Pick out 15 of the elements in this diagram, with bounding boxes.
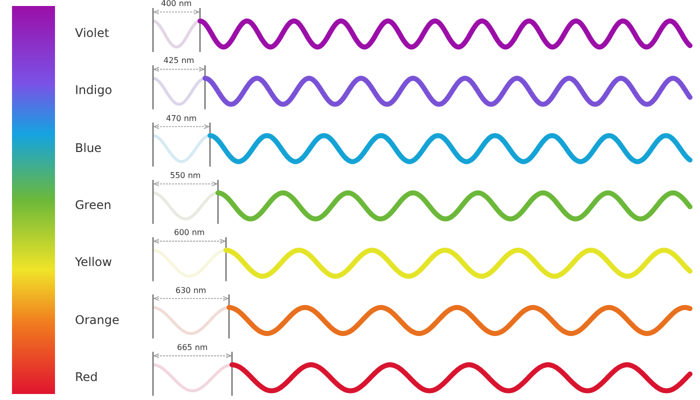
- color-label: Orange: [75, 312, 120, 326]
- dimension-label: 665 nm: [177, 342, 208, 352]
- color-label: Indigo: [75, 83, 112, 98]
- color-label: Green: [75, 198, 112, 212]
- color-label: Violet: [75, 26, 110, 40]
- color-label: Yellow: [75, 255, 112, 270]
- dimension-label: 400 nm: [161, 0, 192, 8]
- dimension-label: 550 nm: [170, 170, 201, 180]
- dimension-label: 470 nm: [166, 114, 197, 123]
- color-label: Blue: [75, 140, 102, 155]
- spectrum-bar: [12, 6, 55, 394]
- color-label: Red: [75, 370, 98, 384]
- dimension-label: 630 nm: [176, 286, 206, 294]
- dimension-label: 600 nm: [174, 228, 205, 238]
- dimension-label: 425 nm: [164, 56, 194, 66]
